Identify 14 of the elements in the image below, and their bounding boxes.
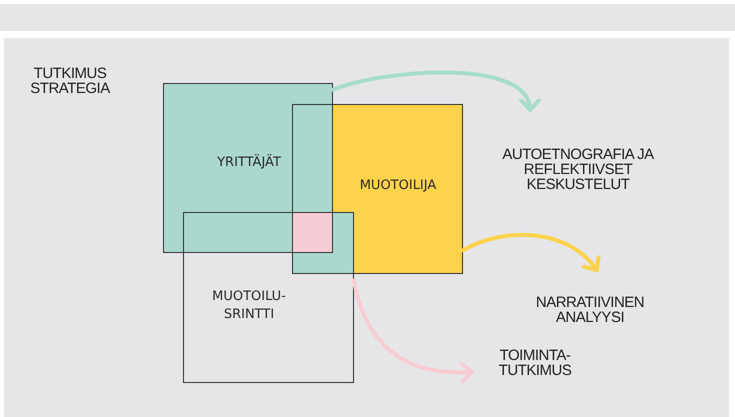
curved-arrow — [461, 232, 600, 272]
venn-square — [163, 83, 333, 253]
venn-square — [292, 104, 463, 274]
box-label: MUOTOILIJA — [358, 177, 438, 195]
box-label: MUOTOILU- SRINTTI — [211, 288, 287, 324]
method-label: NARRATIIVINEN ANALYYSI — [525, 270, 655, 325]
overlap-area — [292, 212, 333, 253]
method-label: AUTOETNOGRAFIA JA REFLEKTIIVSET KESKUSTELUT — [478, 110, 678, 192]
venn-square — [183, 212, 354, 383]
curved-arrow — [331, 70, 538, 112]
curved-arrow — [352, 278, 474, 384]
box-label: YRITTÄJÄT — [216, 154, 282, 172]
heading-label: TUTKIMUS STRATEGIA — [30, 66, 110, 96]
method-label: TOIMINTA- TUTKIMUS — [472, 343, 598, 383]
